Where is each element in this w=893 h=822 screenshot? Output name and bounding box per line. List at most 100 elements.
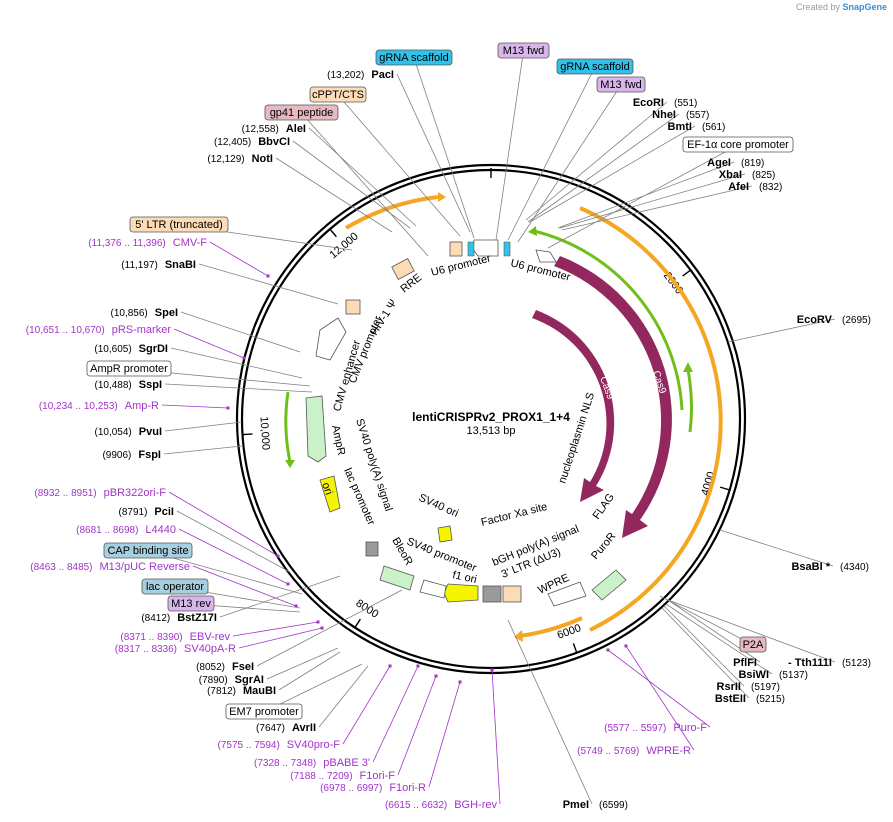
- feature-label-box: [596, 76, 646, 93]
- label-leader-line: [557, 161, 735, 229]
- ruler-tick: [572, 643, 578, 653]
- f1-ori-feature: [443, 583, 479, 603]
- feature-label-text: 5' LTR (truncated): [135, 219, 222, 231]
- site-position: (8317 .. 8336): [115, 644, 177, 655]
- label-leader-line: [238, 627, 323, 649]
- primer-label: pBABE 3': [323, 757, 370, 769]
- label-leader-line: [292, 140, 411, 229]
- enzyme-label: BsiWI: [738, 669, 769, 681]
- credit-brand: SnapGene: [842, 2, 887, 12]
- label-leader-line: [232, 621, 319, 637]
- site-position: (5123): [842, 658, 871, 669]
- enzyme-label: BmtI: [668, 121, 692, 133]
- factor-xa-label: Factor Xa site: [480, 501, 549, 529]
- feature-label-text: M13 fwd: [503, 45, 545, 57]
- f1-ori-label: f1 ori: [451, 569, 477, 586]
- primer-label: L4440: [145, 524, 176, 536]
- label-leader-line: [164, 383, 313, 393]
- site-position: (8052): [196, 662, 225, 673]
- primer-site-mark: [458, 680, 462, 684]
- green-arrowhead-left: [285, 460, 295, 468]
- enzyme-label: SgrAI: [235, 674, 264, 686]
- primer-site-mark: [624, 644, 628, 648]
- label-leader-line: [209, 241, 269, 277]
- ltr-arrowhead-bottom: [514, 630, 523, 642]
- feature-label-text: P2A: [743, 639, 764, 651]
- enzyme-label: AvrII: [292, 722, 316, 734]
- label-leader-line: [275, 157, 393, 233]
- rre-feature: [391, 258, 415, 280]
- label-leader-line: [219, 575, 341, 618]
- primer-site-mark: [316, 620, 320, 624]
- enzyme-label: PacI: [371, 69, 394, 81]
- ruler-tick: [330, 229, 337, 238]
- site-position: (8412): [141, 613, 170, 624]
- green-arc-right-small: [686, 369, 693, 433]
- ruler-tick: [682, 270, 691, 277]
- primer-label: F1ori-R: [389, 782, 426, 794]
- label-leader-line: [397, 675, 437, 776]
- label-leader-line: [176, 510, 291, 573]
- sv40-ori-feature: [437, 525, 453, 543]
- label-leader-line: [413, 57, 475, 239]
- credit-prefix: Created by: [795, 2, 840, 12]
- site-position: (7328 .. 7348): [254, 758, 316, 769]
- feature-label-text: gRNA scaffold: [379, 52, 449, 64]
- sv40-promoter-feature: [419, 579, 447, 599]
- enzyme-label: BstEII: [715, 693, 746, 705]
- label-leader-line: [308, 127, 417, 227]
- ltr-arrowhead-top: [438, 192, 446, 202]
- label-leader-line: [178, 528, 289, 585]
- ampr-feature: [305, 395, 327, 463]
- primer-label: Puro-F: [673, 722, 707, 734]
- primer-label: M13/pUC Reverse: [100, 561, 190, 573]
- site-position: (5577 .. 5597): [604, 723, 666, 734]
- green-arrowhead-right-small: [683, 362, 693, 372]
- nls-label: nucleoplasmin NLS: [556, 391, 597, 485]
- feature-label-text: AmpR promoter: [90, 363, 168, 375]
- bleor-feature: [379, 565, 415, 591]
- label-leader-line: [161, 404, 229, 409]
- grna-feature-2: [503, 241, 511, 257]
- site-position: (8463 .. 8485): [30, 562, 92, 573]
- primer-label: pRS-marker: [112, 324, 172, 336]
- primer-label: EBV-rev: [190, 631, 231, 643]
- label-leader-line: [337, 94, 461, 237]
- feature-label-box: [739, 636, 767, 653]
- snapgene-credit: Created by SnapGene: [796, 2, 887, 12]
- enzyme-label: MauBI: [243, 685, 276, 697]
- label-leader-line: [667, 599, 836, 663]
- ltr3-feature: [502, 585, 522, 603]
- green-arc-right: [533, 229, 684, 411]
- site-position: (557): [686, 110, 709, 121]
- ruler-tick: [719, 486, 729, 491]
- plasmid-size: 13,513 bp: [467, 425, 516, 437]
- site-position: (6615 .. 6632): [385, 800, 447, 811]
- label-leader-line: [559, 173, 746, 229]
- site-position: (5215): [756, 694, 785, 705]
- enzyme-label: AgeI: [707, 157, 731, 169]
- site-position: (4340): [840, 562, 869, 573]
- label-leader-line: [661, 607, 750, 699]
- site-position: (13,202): [327, 70, 364, 81]
- site-position: (551): [674, 98, 697, 109]
- ruler-tick: [243, 433, 253, 436]
- enzyme-label: FseI: [232, 661, 254, 673]
- label-leader-line: [372, 665, 419, 763]
- sv40-ori-label: SV40 ori: [417, 492, 460, 520]
- feature-label-text: CAP binding site: [107, 545, 188, 557]
- primer-site-mark: [388, 664, 392, 668]
- site-position: (8681 .. 8698): [76, 525, 138, 536]
- enzyme-label: SgrDI: [139, 343, 168, 355]
- ori-label: ori: [319, 481, 334, 497]
- enzyme-label: EcoRV: [797, 314, 833, 326]
- enzyme-label: XbaI: [719, 169, 742, 181]
- site-position: (6599): [599, 800, 628, 811]
- label-leader-line: [607, 649, 711, 728]
- label-leader-line: [164, 421, 243, 432]
- site-position: (7188 .. 7209): [290, 771, 352, 782]
- ltr-arc-right: [579, 206, 723, 632]
- label-leader-line: [525, 101, 668, 221]
- green-arc-left: [284, 391, 292, 463]
- enzyme-label: AleI: [286, 123, 306, 135]
